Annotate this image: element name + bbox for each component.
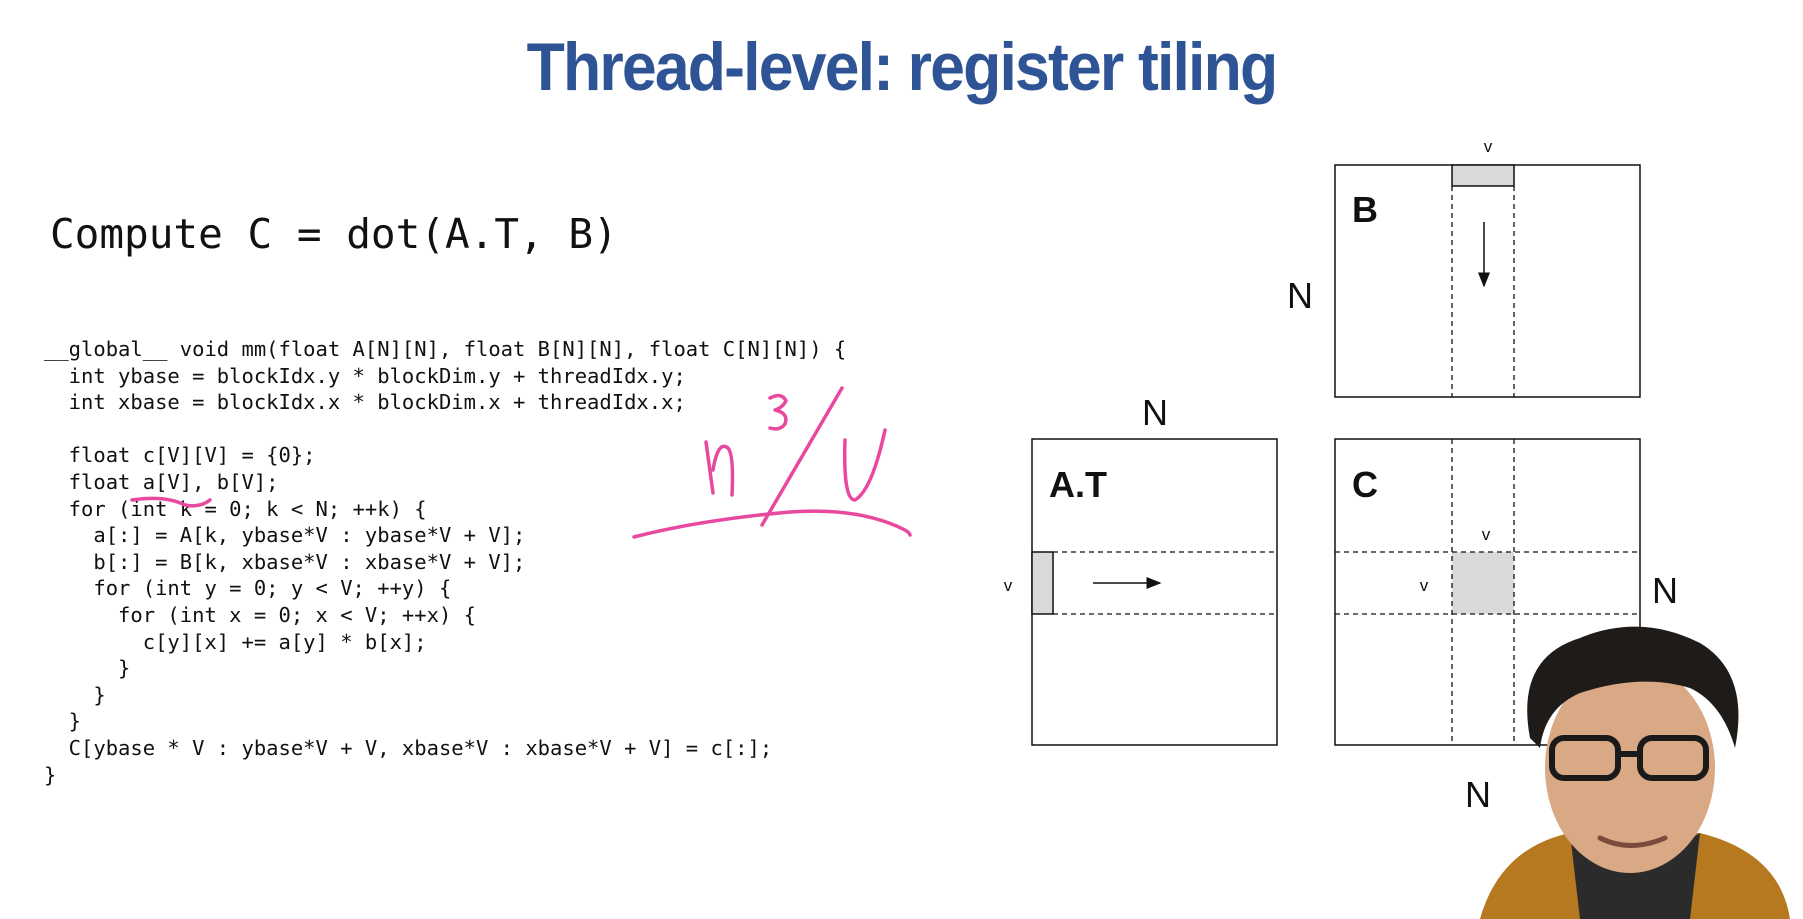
c-rows-label: N <box>1652 570 1678 611</box>
code-line: __global__ void mm(float A[N][N], float … <box>44 337 847 361</box>
code-line: } <box>44 682 106 707</box>
code-line: } <box>44 656 131 681</box>
b-tile-highlight <box>1451 164 1515 187</box>
code-line: float a[V], b[V]; <box>44 469 279 494</box>
b-tile-width-label: v <box>1484 137 1493 156</box>
c-tile-highlight <box>1452 552 1514 614</box>
matrix-b: B v N <box>1287 137 1641 398</box>
handwritten-exponent-3 <box>768 393 788 431</box>
presenter-video-overlay <box>1480 626 1790 919</box>
code-line: } <box>44 709 82 734</box>
code-line: a[:] = A[k, ybase*V : ybase*V + V]; <box>44 523 526 548</box>
code-line: for (int x = 0; x < V; ++x) { <box>44 602 476 627</box>
handwritten-fraction-bar <box>632 509 912 539</box>
code-line: } <box>44 762 57 787</box>
code-line: b[:] = B[k, xbase*V : xbase*V + V]; <box>44 549 526 574</box>
code-line: for (int k = 0; k < N; ++k) { <box>44 496 427 521</box>
at-cols-label: N <box>1142 392 1168 433</box>
code-line: C[ybase * V : ybase*V + V, xbase*V : xba… <box>44 735 773 760</box>
matrix-at-label: A.T <box>1049 464 1107 505</box>
glasses-icon <box>1549 735 1709 781</box>
at-tile-highlight <box>1031 551 1054 615</box>
handwritten-slash <box>760 386 844 527</box>
code-line: for (int y = 0; y < V; ++y) { <box>44 576 452 601</box>
slide-title: Thread-level: register tiling <box>526 29 1279 105</box>
presenter-face <box>1545 663 1715 873</box>
strike-through-mark <box>130 496 212 508</box>
compute-caption: Compute C = dot(A.T, B) <box>50 210 618 258</box>
code-line: int xbase = blockIdx.x * blockDim.x + th… <box>44 390 686 415</box>
matrix-b-label: B <box>1352 189 1378 230</box>
handwritten-v <box>842 428 887 502</box>
handwritten-n <box>704 440 735 497</box>
code-line: c[y][x] += a[y] * b[x]; <box>44 629 427 654</box>
code-line: float c[V][V] = {0}; <box>44 443 316 468</box>
matrix-a-transpose: A.T N v <box>1004 392 1278 746</box>
c-tile-width-label: v <box>1482 525 1491 544</box>
c-cols-label: N <box>1465 774 1491 815</box>
handwritten-annotation <box>130 386 912 539</box>
cuda-code-block: __global__ void mm(float A[N][N], float … <box>44 336 846 788</box>
at-tile-height-label: v <box>1004 576 1013 595</box>
c-tile-height-label: v <box>1420 576 1429 595</box>
code-line: int ybase = blockIdx.y * blockDim.y + th… <box>44 363 686 388</box>
matrix-c-label: C <box>1352 464 1378 505</box>
b-rows-label: N <box>1287 275 1313 316</box>
presenter-hair <box>1527 626 1739 748</box>
